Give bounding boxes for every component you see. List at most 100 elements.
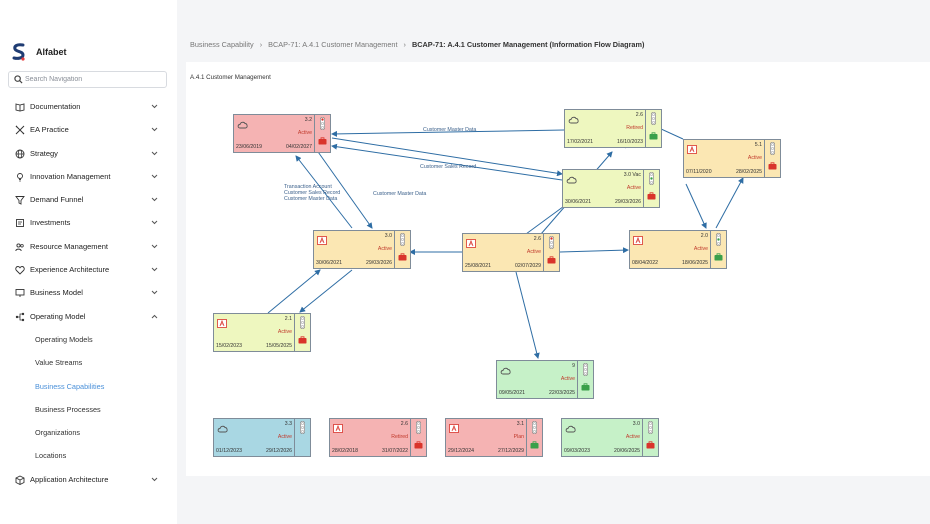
card-indicators	[410, 419, 426, 456]
briefcase-icon	[581, 383, 590, 391]
sidebar-subitem-business-capabilities[interactable]: Business Capabilities	[0, 376, 177, 399]
sidebar-subitem-locations[interactable]: Locations	[0, 445, 177, 468]
chevron-down-icon[interactable]	[151, 267, 158, 272]
capability-card[interactable]: 2.1 Active 15/02/2023 15/05/2025	[213, 313, 311, 352]
sidebar-subitem-organizations[interactable]: Organizations	[0, 422, 177, 445]
application-icon	[333, 424, 343, 433]
diagram-title: A.4.1 Customer Management	[190, 74, 271, 81]
breadcrumb-item[interactable]: BCAP-71: A.4.1 Customer Management	[268, 40, 398, 49]
card-indicators	[577, 361, 593, 398]
sidebar-item-label: Application Architecture	[30, 474, 109, 484]
card-status: Retired	[391, 434, 408, 440]
sidebar-item-operating-model[interactable]: Operating Model	[0, 306, 177, 329]
flow-label: Customer Sales Record	[420, 164, 477, 170]
card-status: Retired	[626, 125, 643, 131]
flow-label: Customer Sales Record	[284, 190, 341, 196]
search-input[interactable]	[25, 73, 160, 86]
briefcase-icon	[649, 132, 658, 140]
card-status: Active	[747, 155, 762, 161]
cube-icon	[15, 475, 25, 485]
sidebar-subitem-label: Operating Models	[35, 334, 93, 344]
capability-card[interactable]: 3.0 Active 30/06/2021 29/03/2026	[313, 230, 411, 269]
chevron-down-icon[interactable]	[151, 104, 158, 109]
capability-card[interactable]: 5.1 Active 07/11/2020 28/02/2025	[683, 139, 781, 178]
traffic-light-icon	[532, 421, 537, 434]
capability-card[interactable]: 3.1 Plan 29/12/2024 27/12/2029	[445, 418, 543, 457]
card-start-date: 01/12/2023	[216, 448, 242, 454]
sidebar-item-label: Experience Architecture	[30, 265, 110, 275]
application-icon	[449, 424, 459, 433]
briefcase-icon	[647, 192, 656, 200]
sidebar-item-investments[interactable]: Investments	[0, 212, 177, 235]
card-version: 3.0 Vac	[623, 172, 641, 178]
search-box[interactable]	[8, 71, 167, 88]
card-indicators	[645, 110, 661, 147]
capability-card[interactable]: 3.0 Active 09/03/2023 20/06/2025	[561, 418, 659, 457]
card-version: 3.1	[516, 421, 524, 427]
lightbulb-icon	[17, 172, 23, 182]
sidebar-subitem-operating-models[interactable]: Operating Models	[0, 329, 177, 352]
sidebar-subitem-business-processes[interactable]: Business Processes	[0, 399, 177, 422]
capability-card[interactable]: 2.6 Active 25/08/2021 02/07/2029	[462, 233, 560, 272]
sidebar-item-application-architecture[interactable]: Application Architecture	[0, 469, 177, 492]
capability-card[interactable]: 2.0 Active 08/04/2022 18/06/2025	[629, 230, 727, 269]
application-icon	[687, 145, 697, 154]
cloud-icon	[568, 116, 579, 124]
capability-card[interactable]: 2.6 Retired 28/02/2018 31/07/2022	[329, 418, 427, 457]
capability-card[interactable]: 9 Active 09/05/2021 22/03/2025	[496, 360, 594, 399]
sidebar-subitem-label: Business Capabilities	[35, 381, 105, 391]
chevron-down-icon[interactable]	[151, 197, 158, 202]
card-end-date: 18/06/2025	[682, 260, 708, 266]
chevron-down-icon[interactable]	[151, 220, 158, 225]
card-version: 3.3	[284, 421, 292, 427]
application-icon	[317, 236, 327, 245]
capability-card[interactable]: 3.3 Active 01/12/2023 29/12/2026	[213, 418, 311, 457]
chevron-down-icon[interactable]	[151, 244, 158, 249]
capability-card[interactable]: 2.6 Retired 17/02/2021 16/10/2023	[564, 109, 662, 148]
card-status: Active	[693, 246, 708, 252]
sidebar-item-ea-practice[interactable]: EA Practice	[0, 119, 177, 142]
chevron-down-icon[interactable]	[151, 127, 158, 132]
capability-card[interactable]: 3.2 Active 23/06/2019 04/02/2027	[233, 114, 331, 153]
presentation-icon	[15, 289, 25, 298]
application-icon	[466, 239, 476, 248]
hierarchy-icon	[15, 312, 25, 321]
sidebar-subitem-label: Organizations	[35, 428, 81, 438]
breadcrumb-separator-icon: ›	[403, 40, 406, 49]
traffic-light-icon	[770, 142, 775, 155]
chevron-down-icon[interactable]	[151, 174, 158, 179]
traffic-light-icon	[416, 421, 421, 434]
breadcrumb-item[interactable]: Business Capability	[190, 40, 254, 49]
card-version: 2.6	[635, 112, 643, 118]
alfabet-logo-icon	[12, 43, 25, 61]
card-status: Active	[277, 434, 292, 440]
card-version: 3.2	[304, 117, 312, 123]
sidebar-item-experience-architecture[interactable]: Experience Architecture	[0, 259, 177, 282]
connector	[515, 271, 540, 359]
card-end-date: 29/12/2026	[266, 448, 292, 454]
sidebar-item-resource-management[interactable]: Resource Management	[0, 236, 177, 259]
sidebar-item-innovation-management[interactable]: Innovation Management	[0, 166, 177, 189]
sidebar-item-business-model[interactable]: Business Model	[0, 282, 177, 305]
connector	[295, 155, 353, 229]
chevron-down-icon[interactable]	[151, 290, 158, 295]
connector	[331, 129, 565, 137]
chevron-down-icon[interactable]	[151, 477, 158, 482]
cloud-icon	[566, 176, 577, 184]
sidebar-item-demand-funnel[interactable]: Demand Funnel	[0, 189, 177, 212]
card-end-date: 29/03/2026	[366, 260, 392, 266]
sidebar-item-label: Innovation Management	[30, 171, 111, 181]
chevron-up-icon[interactable]	[151, 314, 158, 319]
sidebar-subitem-value-streams[interactable]: Value Streams	[0, 352, 177, 375]
card-indicators	[294, 314, 310, 351]
sidebar-item-label: Strategy	[30, 148, 58, 158]
capability-card[interactable]: 3.0 Vac Active 30/06/2021 29/03/2026	[562, 169, 660, 208]
sidebar-item-strategy[interactable]: Strategy	[0, 143, 177, 166]
tools-icon	[15, 125, 25, 135]
chevron-down-icon[interactable]	[151, 151, 158, 156]
people-icon	[15, 243, 24, 251]
card-indicators	[526, 419, 542, 456]
cloud-icon	[217, 425, 228, 433]
sidebar-item-documentation[interactable]: Documentation	[0, 96, 177, 119]
briefcase-icon	[298, 336, 307, 344]
